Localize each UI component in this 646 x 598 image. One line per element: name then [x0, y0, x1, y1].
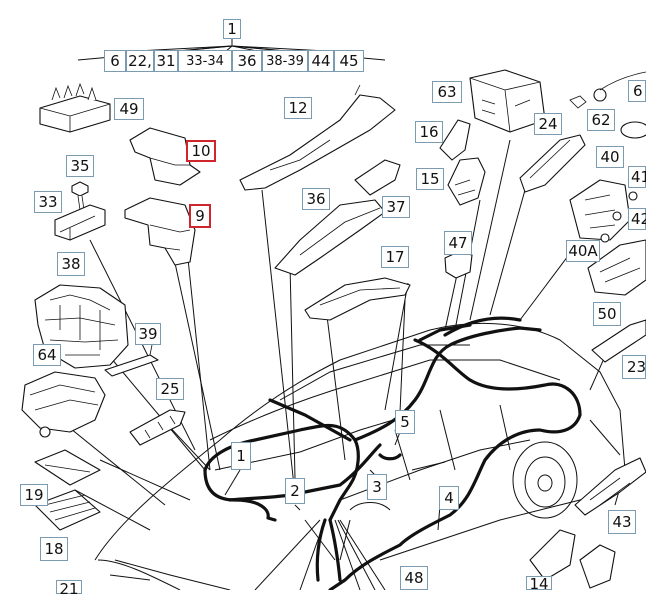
part-37-cover: [354, 159, 401, 196]
part-9-bracket: [124, 197, 196, 266]
callout-17[interactable]: 17: [381, 246, 409, 268]
part-64-fuse-holder: [21, 371, 106, 438]
callout-44[interactable]: 44: [308, 50, 334, 72]
callout-50[interactable]: 50: [593, 302, 621, 326]
part-25-clip: [129, 409, 186, 446]
callout-6-22[interactable]: 6: [104, 50, 126, 72]
part-62-nut: [569, 88, 607, 109]
part-17-bracket: [304, 277, 411, 321]
callout-64[interactable]: 64: [33, 344, 61, 366]
part-10-cover: [129, 127, 201, 186]
wiring-harness: [203, 316, 582, 590]
callout-10[interactable]: 10: [186, 140, 216, 162]
callout-43[interactable]: 43: [608, 510, 636, 534]
callout-62[interactable]: 62: [587, 109, 615, 131]
callout-1-top[interactable]: 1: [223, 19, 241, 39]
callout-2[interactable]: 2: [285, 478, 305, 504]
part-50-carrier: [587, 239, 646, 296]
part-41-screw: [628, 191, 638, 201]
callout-48[interactable]: 48: [400, 566, 428, 590]
callout-63[interactable]: 63: [432, 81, 462, 103]
part-43-connector: [574, 457, 646, 516]
part-15-holder: [447, 157, 486, 206]
callout-22[interactable]: 22,: [126, 50, 154, 72]
callout-14[interactable]: 14: [526, 576, 552, 592]
callout-47[interactable]: 47: [444, 231, 472, 255]
part-47-clip: [444, 251, 473, 279]
callout-42[interactable]: 42: [628, 208, 646, 230]
callout-36[interactable]: 36: [232, 50, 262, 72]
callout-12[interactable]: 12: [284, 97, 312, 119]
part-14-bracket: [529, 529, 616, 589]
part-36-bracket: [274, 199, 386, 276]
part-63-control-unit: [469, 69, 546, 133]
callout-36-lower[interactable]: 36: [302, 188, 330, 210]
part-23-strip: [591, 319, 646, 363]
callout-40[interactable]: 40: [596, 146, 624, 168]
callout-45[interactable]: 45: [334, 50, 364, 72]
callout-24[interactable]: 24: [534, 113, 562, 135]
callout-31[interactable]: 31: [154, 50, 178, 72]
callout-1-lower[interactable]: 1: [231, 442, 251, 470]
callout-40A[interactable]: 40A: [566, 240, 600, 262]
callout-6[interactable]: 6: [628, 80, 646, 102]
callout-3[interactable]: 3: [367, 474, 387, 500]
callout-49[interactable]: 49: [114, 98, 144, 120]
part-39-strap: [104, 344, 159, 377]
part-49-relay-plate: [39, 82, 111, 133]
callout-38[interactable]: 38: [57, 252, 85, 276]
callout-16[interactable]: 16: [415, 121, 443, 143]
callout-35[interactable]: 35: [66, 155, 94, 177]
callout-23[interactable]: 23: [622, 355, 646, 379]
callout-37[interactable]: 37: [382, 196, 410, 218]
callout-15[interactable]: 15: [416, 168, 444, 190]
part-12-bracket: [239, 84, 396, 191]
callout-18[interactable]: 18: [40, 537, 68, 561]
callout-38-39[interactable]: 38-39: [262, 50, 308, 72]
callout-5[interactable]: 5: [395, 410, 415, 434]
part-16-holder: [439, 119, 471, 161]
callout-33[interactable]: 33: [34, 191, 62, 213]
callout-39[interactable]: 39: [135, 323, 161, 345]
part-24-strip: [519, 134, 586, 193]
callout-25[interactable]: 25: [156, 378, 184, 400]
callout-41[interactable]: 41: [628, 166, 646, 188]
callout-4[interactable]: 4: [439, 486, 459, 510]
callout-33-34[interactable]: 33-34: [178, 50, 232, 72]
part-6-cable: [599, 71, 646, 139]
part-33-connector: [54, 204, 106, 241]
part-19-plate: [34, 449, 101, 486]
part-40-module: [569, 179, 631, 241]
part-40A-bolt: [600, 233, 610, 243]
part-18-channel: [34, 489, 101, 531]
callout-21[interactable]: 21: [56, 580, 82, 597]
part-42-screw: [612, 211, 622, 221]
part-35-bolt: [71, 181, 89, 211]
callout-9[interactable]: 9: [189, 204, 211, 228]
callout-19[interactable]: 19: [20, 484, 48, 506]
